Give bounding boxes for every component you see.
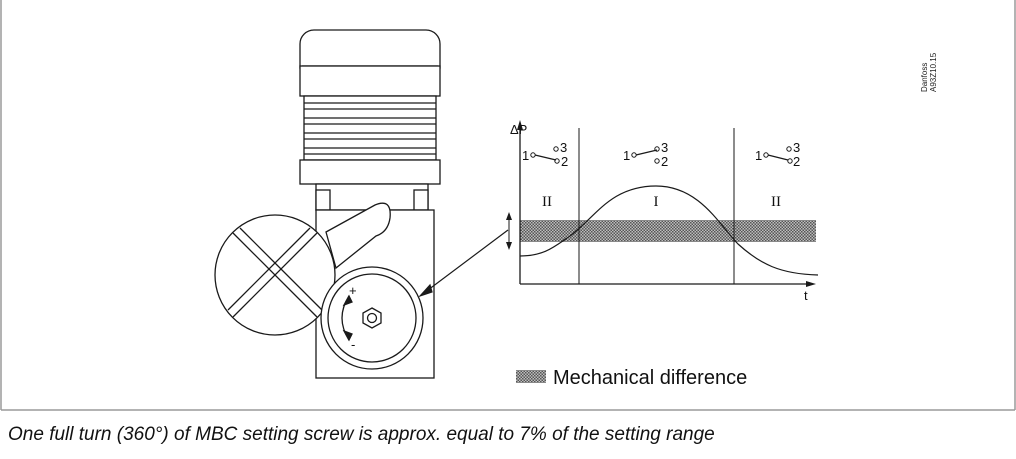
legend-label: Mechanical difference xyxy=(553,367,747,389)
figure-code-line-2: A93Z10.15 xyxy=(929,52,938,92)
svg-text:1: 1 xyxy=(623,148,630,163)
figure-code-line-1: Danfoss xyxy=(920,63,929,92)
zone-left-label: II xyxy=(542,194,552,210)
dial-plus-label: + xyxy=(349,283,357,298)
switch-symbol-zone-middle: 1 3 2 xyxy=(623,140,668,169)
switch-symbol-zone-left: 1 3 2 xyxy=(522,140,568,169)
svg-text:3: 3 xyxy=(661,140,668,155)
bellows xyxy=(303,95,437,161)
svg-text:2: 2 xyxy=(561,154,568,169)
zone-right-label: II xyxy=(771,194,781,210)
legend-swatch xyxy=(516,370,546,383)
svg-text:3: 3 xyxy=(793,140,800,155)
pressure-graph: ΔP t II I II xyxy=(506,120,819,303)
pressure-curve xyxy=(519,185,819,276)
svg-text:3: 3 xyxy=(560,140,567,155)
pointer-arrow xyxy=(418,229,509,298)
switch-symbol-zone-right: 1 3 2 xyxy=(755,140,800,169)
cap-lower-band xyxy=(299,65,441,97)
svg-text:2: 2 xyxy=(661,154,668,169)
mechanical-difference-band xyxy=(520,220,816,242)
figure-code: Danfoss A93Z10.15 xyxy=(920,52,938,92)
dial-minus-label: - xyxy=(351,337,355,352)
legend: Mechanical difference xyxy=(516,367,747,389)
mbc-device-drawing xyxy=(214,29,441,379)
zone-middle-label: I xyxy=(654,194,659,210)
device-collar xyxy=(299,159,441,185)
y-axis-arrow-icon xyxy=(517,120,523,130)
svg-text:1: 1 xyxy=(755,148,762,163)
svg-text:1: 1 xyxy=(522,148,529,163)
svg-text:2: 2 xyxy=(793,154,800,169)
x-axis-label: t xyxy=(804,288,808,303)
connector-arm xyxy=(325,202,391,270)
x-axis-arrow-icon xyxy=(806,281,816,287)
y-axis-label: ΔP xyxy=(510,122,527,137)
figure-caption: One full turn (360°) of MBC setting scre… xyxy=(8,424,715,445)
